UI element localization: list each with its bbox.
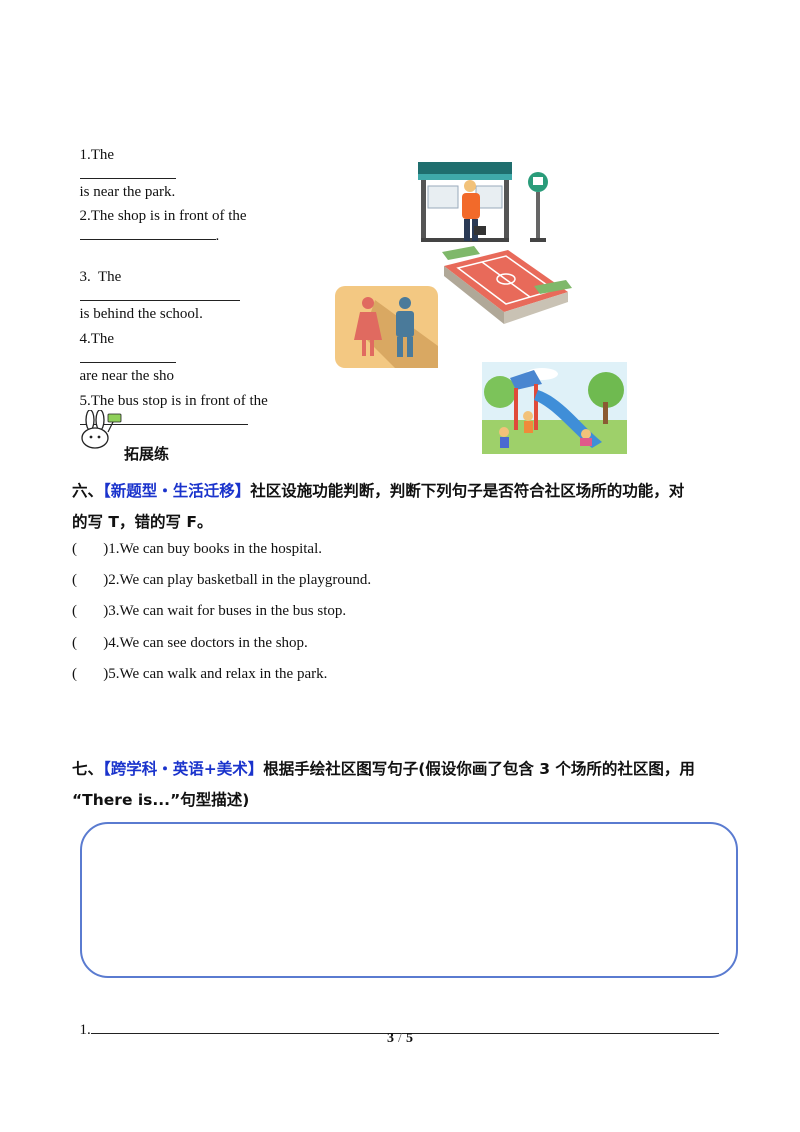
- fill-3-pre: 3. The: [79, 269, 122, 285]
- fill-1-blank[interactable]: [79, 164, 176, 179]
- fill-sentence-3: 3. The is behind the school.: [72, 252, 240, 323]
- judge-item-3[interactable]: ( )3.We can wait for buses in the bus st…: [72, 603, 347, 619]
- section6-heading-line1: 六、【新题型・生活迁移】社区设施功能判断，判断下列句子是否符合社区场所的功能，对: [72, 479, 684, 501]
- section7-text1: 根据手绘社区图写句子(假设你画了包含 3 个场所的社区图，用: [263, 760, 695, 778]
- section7-heading-line2: “There is...”句型描述): [72, 791, 250, 809]
- page-total: 5: [405, 1031, 413, 1046]
- page-sep: /: [398, 1031, 402, 1046]
- fill-4-blank[interactable]: [79, 348, 176, 363]
- section6-tag: 【新题型・生活迁移】: [103, 482, 251, 500]
- judge-item-4[interactable]: ( )4.We can see doctors in the shop.: [72, 635, 308, 651]
- fill-3-post: is behind the school.: [79, 306, 203, 322]
- rabbit-icon: [81, 410, 122, 449]
- judge-item-2[interactable]: ( )2.We can play basketball in the playg…: [72, 572, 372, 588]
- fill-2-post: .: [215, 228, 220, 244]
- fill-2-pre: 2.The shop is in front of the: [79, 208, 247, 224]
- bus-stop-icon: [418, 162, 548, 242]
- fill-4-pre: 4.The: [79, 331, 115, 347]
- section6-num: 六、: [72, 482, 104, 500]
- fill-1-pre: 1.The: [79, 147, 115, 163]
- extension-label: 拓展练: [124, 445, 170, 463]
- section7-heading-line1: 七、【跨学科・英语+美术】根据手绘社区图写句子(假设你画了包含 3 个场所的社区…: [72, 757, 695, 779]
- fill-4-post: are near the sho: [79, 368, 175, 384]
- page-current: 3: [387, 1031, 395, 1046]
- fill-sentence-4: 4.The are near the sho: [72, 314, 176, 385]
- section6-text1: 社区设施功能判断，判断下列句子是否符合社区场所的功能，对: [250, 482, 685, 500]
- fill-5-pre: 5.The bus stop is in front of the: [79, 393, 268, 409]
- section6-heading-line2: 的写 T，错的写 F。: [72, 513, 213, 531]
- judge-item-1[interactable]: ( )1.We can buy books in the hospital.: [72, 541, 322, 557]
- section7-num: 七、: [72, 760, 104, 778]
- basketball-court-icon: [442, 246, 572, 324]
- restroom-icon: [335, 286, 438, 368]
- judge-item-5[interactable]: ( )5.We can walk and relax in the park.: [72, 666, 328, 682]
- section7-tag: 【跨学科・英语+美术】: [103, 760, 264, 778]
- page-number: 3/5: [0, 1031, 800, 1047]
- fill-sentence-1: 1.The is near the park.: [72, 130, 176, 201]
- answer-line-1-blank[interactable]: [90, 1019, 719, 1034]
- fill-sentence-5: 5.The bus stop is in front of the: [72, 376, 268, 430]
- fill-1-post: is near the park.: [79, 184, 176, 200]
- fill-3-blank[interactable]: [79, 286, 240, 301]
- fill-2-blank[interactable]: [79, 225, 216, 240]
- fill-5-blank[interactable]: [79, 410, 248, 425]
- answer-line-1-num: 1.: [79, 1022, 91, 1038]
- drawing-box[interactable]: [80, 822, 738, 978]
- playground-icon: [482, 362, 627, 454]
- fill-sentence-2: 2.The shop is in front of the .: [72, 191, 247, 245]
- answer-line-1: 1.: [72, 1002, 719, 1039]
